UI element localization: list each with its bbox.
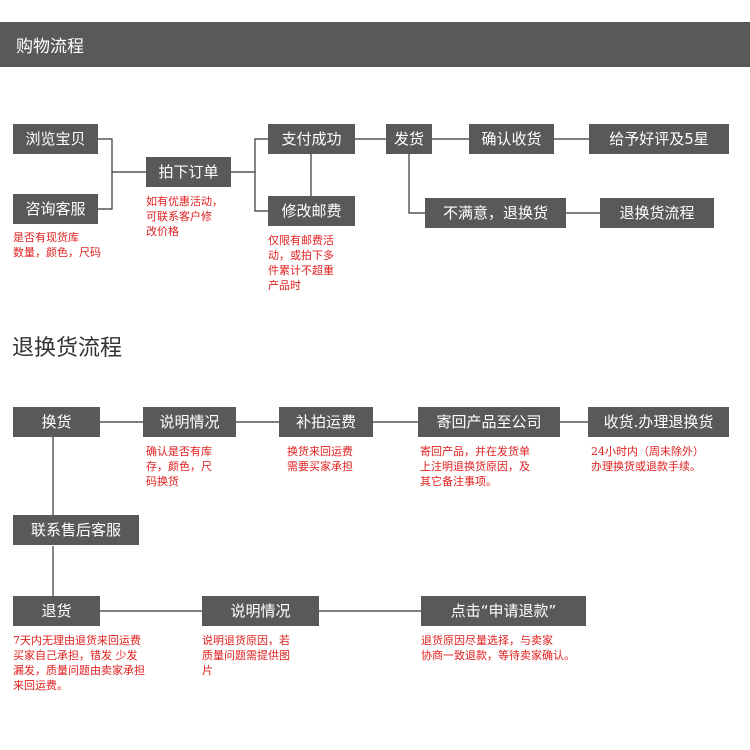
reship-note: 换货来回运费 需要买家承担: [287, 445, 353, 473]
place-order-box: 拍下订单: [146, 157, 231, 187]
send-back-box: 寄回产品至公司: [418, 407, 560, 437]
receive-process-box: 收货.办理退换货: [588, 407, 729, 437]
modify-postage-box: 修改邮费: [268, 196, 355, 226]
refund-box: 退货: [13, 596, 100, 626]
line-order-branch: [231, 138, 268, 173]
line-browse-order: [98, 138, 146, 173]
refund-explain-box: 说明情况: [202, 596, 319, 626]
line-consult-order: [98, 172, 113, 210]
receive-note: 24小时内（周末除外） 办理换货或退款手续。: [591, 445, 704, 473]
header-title: 购物流程: [16, 37, 84, 57]
apply-refund-box: 点击“申请退款”: [421, 596, 586, 626]
line-branch-postage: [254, 172, 268, 212]
consult-service-box: 咨询客服: [13, 194, 98, 224]
return-flow-box: 退换货流程: [600, 198, 714, 228]
browse-items-box: 浏览宝贝: [13, 124, 98, 154]
good-review-box: 给予好评及5星: [589, 124, 729, 154]
order-note: 如有优惠活动， 可联系客户修 改价格: [146, 195, 223, 238]
confirm-receipt-box: 确认收货: [469, 124, 554, 154]
contact-service-box: 联系售后客服: [13, 515, 139, 545]
line-ship-unsatisfied: [408, 154, 425, 214]
reship-fee-box: 补拍运费: [279, 407, 373, 437]
payment-success-box: 支付成功: [268, 124, 355, 154]
refund-note: 7天内无理由退货来回运费 买家自己承担，错发 少发 漏发，质量问题由卖家承担 来…: [13, 634, 145, 692]
unsatisfied-return-box: 不满意，退换货: [425, 198, 566, 228]
send-back-note: 寄回产品，并在发货单 上注明退换货原因，及 其它备注事项。: [420, 445, 530, 488]
consult-note: 是否有现货库 数量，颜色，尺码: [13, 231, 101, 259]
exchange-box: 换货: [13, 407, 100, 437]
header-bar: 购物流程: [0, 22, 750, 67]
ship-box: 发货: [386, 124, 432, 154]
apply-refund-note: 退货原因尽量选择，与卖家 协商一致退款，等待卖家确认。: [421, 634, 575, 662]
postage-note: 仅限有邮费活 动，或拍下多 件累计不超重 产品时: [268, 234, 334, 292]
explain-note: 确认是否有库 存，颜色，尺 码换货: [146, 445, 212, 488]
returns-section-title: 退换货流程: [12, 336, 123, 361]
explain-situation-box: 说明情况: [143, 407, 236, 437]
refund-explain-note: 说明退货原因，若 质量问题需提供图 片: [202, 634, 290, 677]
